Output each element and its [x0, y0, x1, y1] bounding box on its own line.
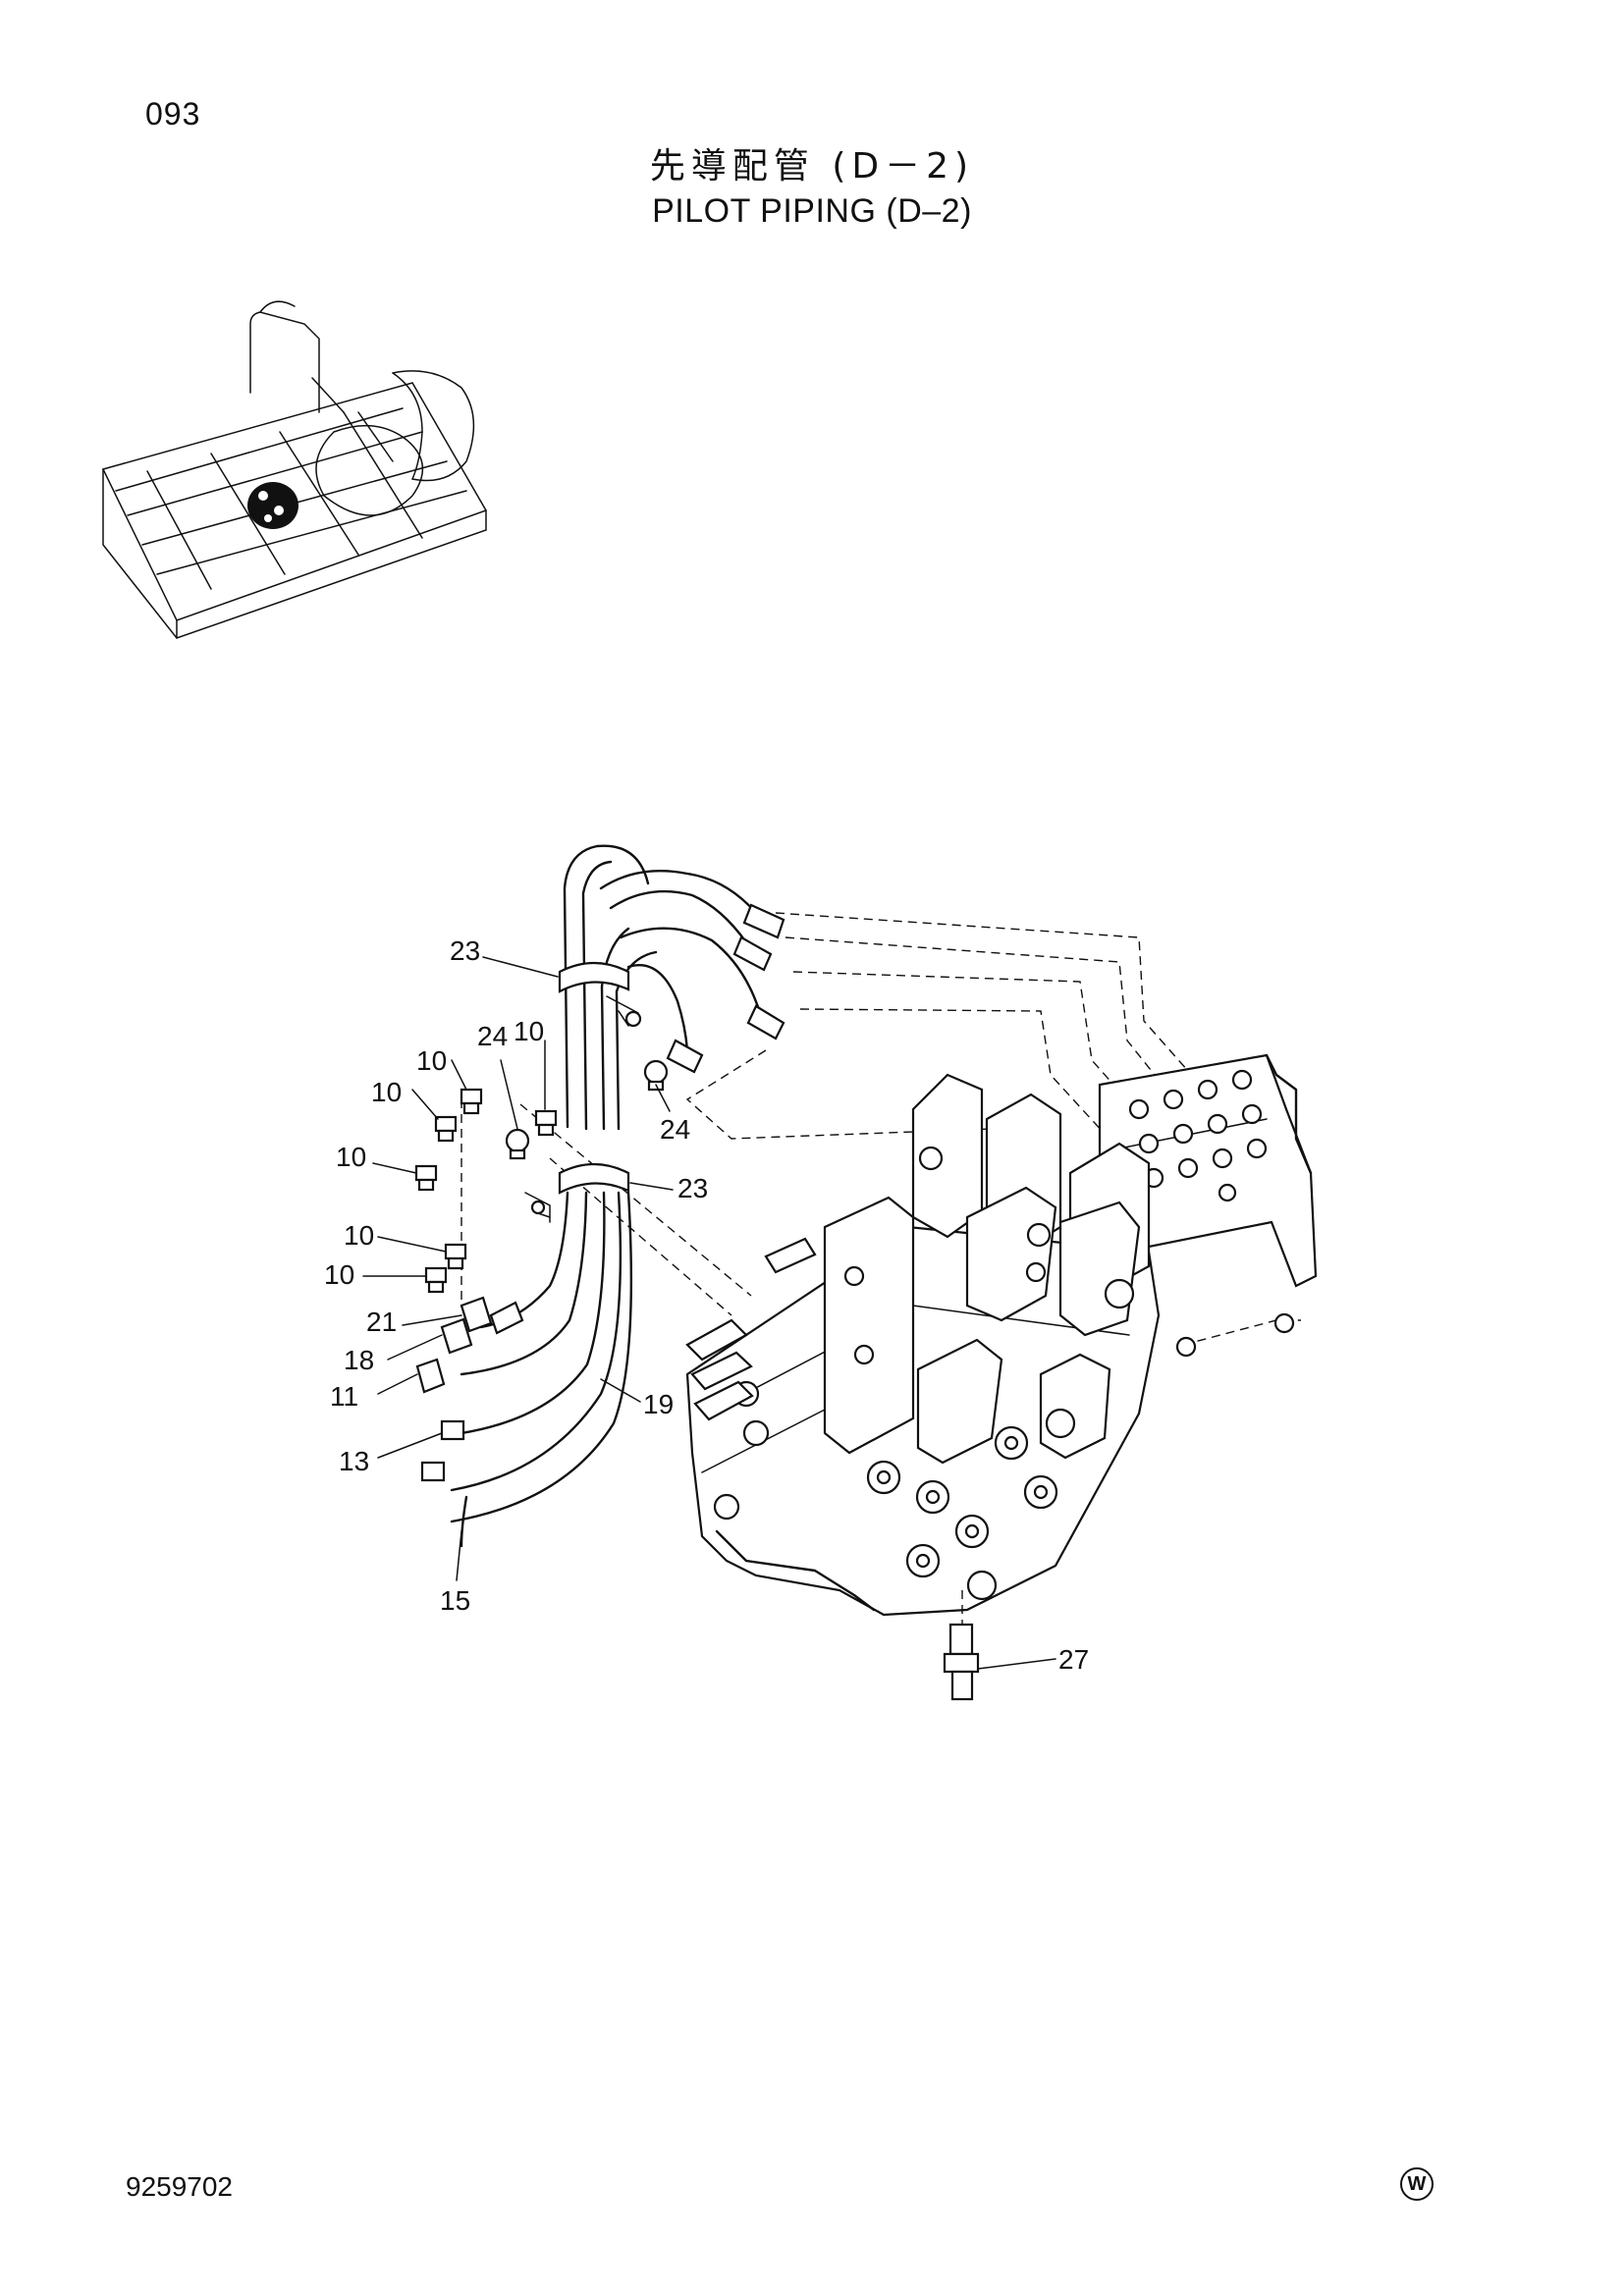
callout-10-left: 10	[371, 1077, 402, 1107]
callout-23-upper: 23	[450, 935, 480, 966]
fitting-10c	[414, 1164, 438, 1192]
callout-leaders	[362, 956, 1056, 1670]
loose-fittings	[414, 1059, 980, 1701]
callout-24-right: 24	[660, 1114, 690, 1145]
pilot-hose-bundle	[450, 844, 785, 1548]
control-valve-assembly: 23 24 10 10 10 10 24 23 10 10 21 18 11 1…	[324, 844, 1318, 1701]
page-title-japanese: 先導配管 (D－2)	[649, 146, 975, 187]
fitting-10f	[534, 1109, 558, 1137]
elbow-18	[440, 1317, 473, 1355]
document-number: 9259702	[126, 2171, 234, 2202]
location-inset	[101, 300, 488, 639]
callout-27: 27	[1058, 1644, 1089, 1675]
left-side-fittings	[685, 1237, 817, 1421]
adapter-13	[440, 1419, 465, 1441]
callout-19: 19	[643, 1389, 674, 1419]
callout-11: 11	[330, 1381, 358, 1412]
callout-23-lower: 23	[677, 1173, 708, 1203]
fitting-10a	[460, 1088, 483, 1115]
callout-10-far-left: 10	[336, 1142, 366, 1172]
control-valve-body	[685, 1073, 1161, 1617]
fitting-10b	[434, 1115, 458, 1143]
callout-21: 21	[366, 1307, 397, 1337]
publisher-mark: W	[1400, 2167, 1434, 2201]
callout-24-left: 24	[477, 1021, 508, 1051]
elbow-11	[415, 1358, 446, 1394]
callout-13: 13	[339, 1446, 369, 1476]
machine-outline-sketch	[101, 300, 488, 639]
callout-10-mid-lower: 10	[324, 1259, 354, 1290]
callout-10-top: 10	[514, 1016, 544, 1046]
page-number: 093	[145, 96, 201, 132]
callout-18: 18	[344, 1345, 374, 1375]
callout-10-upper-left: 10	[416, 1045, 447, 1076]
pilot-valve-block	[1098, 1053, 1318, 1358]
valve-location-marker	[247, 482, 298, 529]
spool-end-caps	[713, 1265, 1076, 1601]
plug-24a	[505, 1128, 530, 1160]
fitting-10e	[424, 1266, 448, 1294]
callout-10-mid: 10	[344, 1220, 374, 1251]
callout-labels: 23 24 10 10 10 10 24 23 10 10 21 18 11 1…	[324, 935, 1089, 1675]
adapter-15	[420, 1461, 446, 1482]
fitting-10d	[444, 1243, 467, 1270]
page-title-english: PILOT PIPING (D–2)	[652, 192, 972, 230]
elbow-21	[460, 1296, 493, 1333]
sensor-27	[943, 1590, 980, 1701]
callout-15: 15	[440, 1585, 470, 1616]
